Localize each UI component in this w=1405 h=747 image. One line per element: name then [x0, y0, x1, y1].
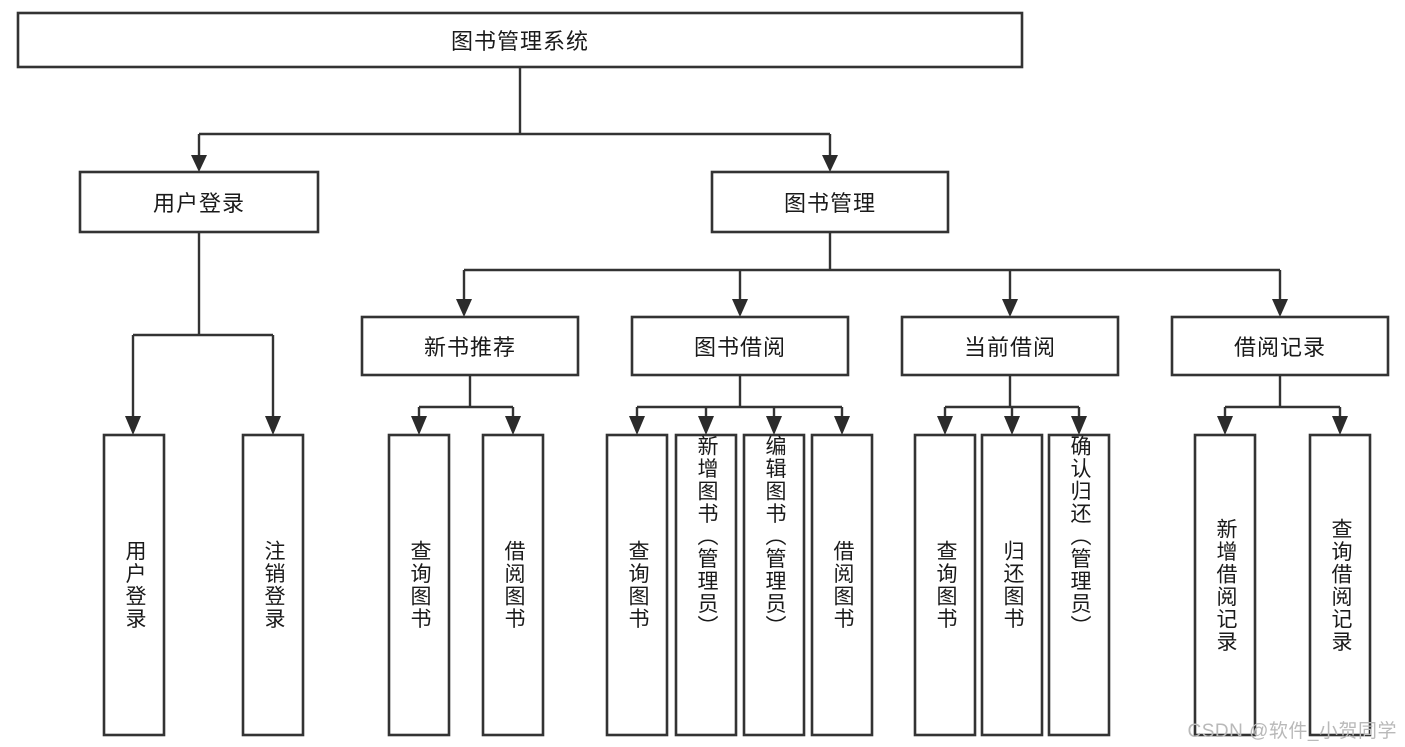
arrow-head-icon-new-book — [456, 299, 472, 317]
node-current-borrow-box[interactable] — [900, 315, 1120, 377]
arrow-head-icon-bb-leaf-2 — [698, 416, 714, 435]
arrow-head-icon-leaf-user-login — [125, 416, 141, 435]
node-book-mgmt-box[interactable] — [710, 170, 950, 234]
arrow-head-icon-book-mgmt — [822, 155, 838, 172]
leaf-box-bb-edit-book[interactable] — [742, 433, 806, 737]
node-root-box[interactable] — [16, 11, 1024, 69]
arrow-head-icon-bb-leaf-3 — [766, 416, 782, 435]
leaf-box-nb-borrow-book[interactable] — [481, 433, 545, 737]
arrow-head-icon-br-leaf-1 — [1217, 416, 1233, 435]
leaf-box-bb-borrow-book[interactable] — [810, 433, 874, 737]
arrow-head-icon-book-borrow — [732, 299, 748, 317]
arrow-head-icon-user-login — [191, 155, 207, 172]
arrow-head-icon-cb-leaf-2 — [1004, 416, 1020, 435]
leaf-box-cb-return-book[interactable] — [980, 433, 1044, 737]
leaf-box-bb-add-book[interactable] — [674, 433, 738, 737]
arrow-head-icon-nb-leaf-2 — [505, 416, 521, 435]
node-user-login-box[interactable] — [78, 170, 320, 234]
node-borrow-records-box[interactable] — [1170, 315, 1390, 377]
leaf-box-user-login[interactable] — [102, 433, 166, 737]
arrow-head-icon-nb-leaf-1 — [411, 416, 427, 435]
arrow-head-icon-bb-leaf-4 — [834, 416, 850, 435]
leaf-box-br-add-record[interactable] — [1193, 433, 1257, 737]
leaf-box-br-query-record[interactable] — [1308, 433, 1372, 737]
arrow-head-icon-cb-leaf-3 — [1071, 416, 1087, 435]
node-new-book-box[interactable] — [360, 315, 580, 377]
arrow-head-icon-current-borrow — [1002, 299, 1018, 317]
arrow-head-icon-cb-leaf-1 — [937, 416, 953, 435]
arrow-head-icon-bb-leaf-1 — [629, 416, 645, 435]
node-book-borrow-box[interactable] — [630, 315, 850, 377]
leaf-box-bb-query-book[interactable] — [605, 433, 669, 737]
leaf-box-nb-query-book[interactable] — [387, 433, 451, 737]
arrow-head-icon-br-leaf-2 — [1332, 416, 1348, 435]
leaf-box-cb-query-book[interactable] — [913, 433, 977, 737]
arrow-head-icon-borrow-records — [1272, 299, 1288, 317]
leaf-box-cb-confirm-return[interactable] — [1047, 433, 1111, 737]
arrow-head-icon-leaf-logout — [265, 416, 281, 435]
leaf-box-logout[interactable] — [241, 433, 305, 737]
